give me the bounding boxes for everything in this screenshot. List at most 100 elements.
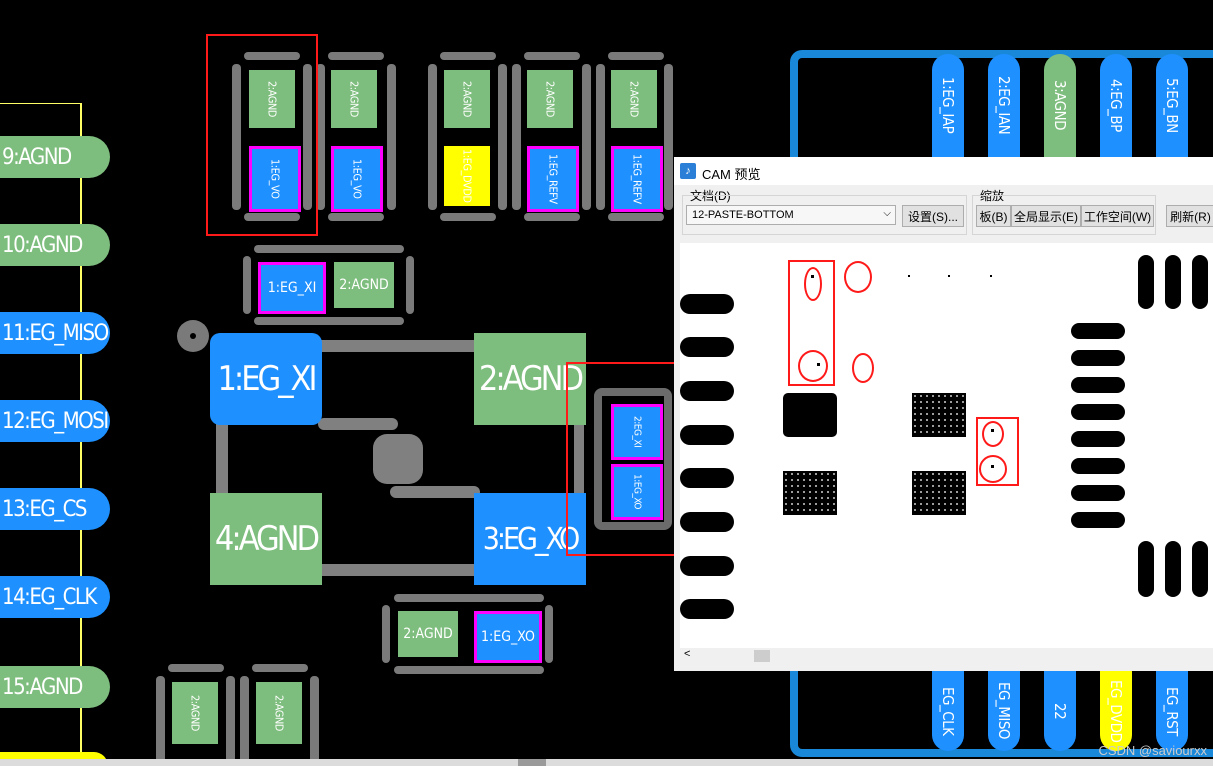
cap-5-silk-top [608,52,664,60]
cap-1-pad-2[interactable]: 2:AGND [249,70,295,128]
paste-pad-right-2 [1071,350,1125,366]
connector-pin-4[interactable]: 4:EG_BP [1100,54,1132,157]
board-outline-top [0,103,82,104]
board-button[interactable]: 板(B) [976,205,1011,227]
left-pin-13[interactable]: 13:EG_CS [0,488,110,530]
cap-xi-pad-1[interactable]: 1:EG_XI [258,262,326,314]
cap-4-silk-top [524,52,580,60]
cap-2-silk-top [328,52,384,60]
cap-4-pad-2[interactable]: 2:AGND [527,70,573,128]
paste-pad-right-7 [1071,485,1125,501]
cap-1-pad-1[interactable]: 1:EG_VO [249,146,301,212]
crystal-pin1-marker [177,320,209,352]
cap-2-silk-right [387,64,396,210]
left-pin-12[interactable]: 12:EG_MOSI [0,400,110,442]
left-pin-10[interactable]: 10:AGND [0,224,110,266]
paste-pad-left-1 [680,294,734,314]
highlight-box-cap-vertical [566,362,682,556]
paste-crystal-pad-3 [783,471,837,515]
document-label: 文档(D) [690,189,731,203]
paste-pad-vertical-2 [1165,255,1181,309]
cam-preview-canvas[interactable] [680,243,1213,648]
cap-2-silk-left [316,64,325,210]
document-select[interactable]: 12-PASTE-BOTTOM ⌵ [686,205,896,225]
cap-xo-silk-left [382,605,390,663]
cam-horizontal-scrollbar[interactable]: < [680,648,1213,664]
paste-pad-left-6 [680,512,734,532]
cap-3-silk-left [428,64,437,210]
cam-window-title: CAM 预览 [702,167,761,182]
connector-pin-2[interactable]: 2:EG_IAN [988,54,1020,157]
paste-pad-right-6 [1071,458,1125,474]
paste-pad-vertical-4 [1138,541,1154,597]
scroll-left-arrow-icon[interactable]: < [684,648,691,660]
crystal-outline-bottom [320,564,480,576]
paste-pad-left-5 [680,468,734,488]
paste-pad-right-4 [1071,404,1125,420]
left-pin-15[interactable]: 15:AGND [0,666,110,708]
connector-pin-1[interactable]: 1:EG_IAP [932,54,964,157]
zoom-label: 缩放 [980,189,1005,203]
cap-vertical-pad-1[interactable]: 1:EG_XO [611,464,663,520]
refresh-button[interactable]: 刷新(R) [1166,205,1213,227]
left-pin-9[interactable]: 9:AGND [0,136,110,178]
cap-5-pad-2[interactable]: 2:AGND [611,70,657,128]
watermark: CSDN @saviourxx [1098,743,1207,758]
connector-pin-3[interactable]: 3:AGND [1044,54,1076,157]
connector-bottom-pin-4[interactable]: EG_DVDD [1100,671,1132,751]
cap-3-pad-2[interactable]: 2:AGND [444,70,490,128]
cap-xo-silk-top [394,594,544,602]
cap-2-silk-bot [328,213,384,221]
zoom-group-border [972,195,1156,235]
bottom-cap-1-pad[interactable]: 2:AGND [172,682,218,744]
workspace-button[interactable]: 工作空间(W) [1081,205,1154,227]
cap-3-silk-bot [440,213,496,221]
scrollbar-thumb[interactable] [754,650,770,662]
crystal-outline-left [216,420,228,500]
bottom-strip-marker [518,759,546,766]
crystal-pad-1[interactable]: 1:EG_XI [210,333,322,425]
paste-pad-vertical-5 [1165,541,1181,597]
paste-crystal-pad-1 [783,393,837,437]
document-select-value: 12-PASTE-BOTTOM [692,209,794,221]
cap-vertical-pad-2[interactable]: 2:EG_XI [611,404,663,460]
cap-xo-pad-2[interactable]: 2:AGND [398,611,458,657]
cap-4-pad-1[interactable]: 1:EG_REFV [527,146,579,212]
crystal-trace-2 [390,486,480,498]
cam-title-bar[interactable]: ♪ CAM 预览 [674,157,1213,185]
bottom-cap-2-pad[interactable]: 2:AGND [256,682,302,744]
crystal-pad-4[interactable]: 4:AGND [210,493,322,585]
connector-bottom-pin-1[interactable]: EG_CLK [932,671,964,751]
cap-xo-pad-1[interactable]: 1:EG_XO [474,611,542,663]
cap-1-silk-right [303,64,312,210]
crystal-outline-right [574,420,584,496]
cap-5-pad-1[interactable]: 1:EG_REFV [611,146,663,212]
bottom-cap-2-silk-right [310,676,319,766]
cap-xi-silk-bot [254,317,404,325]
left-pin-11[interactable]: 11:EG_MISO [0,312,110,354]
cam-highlight-ring-5 [982,421,1004,447]
connector-bottom-pin-2[interactable]: EG_MISO [988,671,1020,751]
paste-dot-6 [948,275,950,277]
cap-4-silk-bot [524,213,580,221]
cam-highlight-ring-4 [852,353,874,383]
cap-xi-silk-top [254,245,404,253]
settings-button[interactable]: 设置(S)... [902,205,964,227]
left-pin-14[interactable]: 14:EG_CLK [0,576,110,618]
connector-pin-5[interactable]: 5:EG_BN [1156,54,1188,157]
cap-xi-silk-right [406,256,414,314]
cap-2-pad-2[interactable]: 2:AGND [331,70,377,128]
cap-3-pad-1[interactable]: 1:EG_DVDD [444,146,490,206]
paste-pad-right-5 [1071,431,1125,447]
connector-bottom-pin-5[interactable]: EG_RST [1156,671,1188,751]
cap-2-pad-1[interactable]: 1:EG_VO [331,146,383,212]
connector-bottom-pin-3[interactable]: 22 [1044,671,1076,751]
cap-1-silk-left [232,64,241,210]
bottom-cap-2-silk-top [252,664,308,672]
cap-xi-pad-2[interactable]: 2:AGND [334,262,394,308]
paste-dot-5 [908,275,910,277]
cam-preview-window[interactable]: ♪ CAM 预览 文档(D) 12-PASTE-BOTTOM ⌵ 设置(S)..… [674,157,1213,671]
paste-pad-left-2 [680,337,734,357]
fit-all-button[interactable]: 全局显示(E) [1011,205,1081,227]
